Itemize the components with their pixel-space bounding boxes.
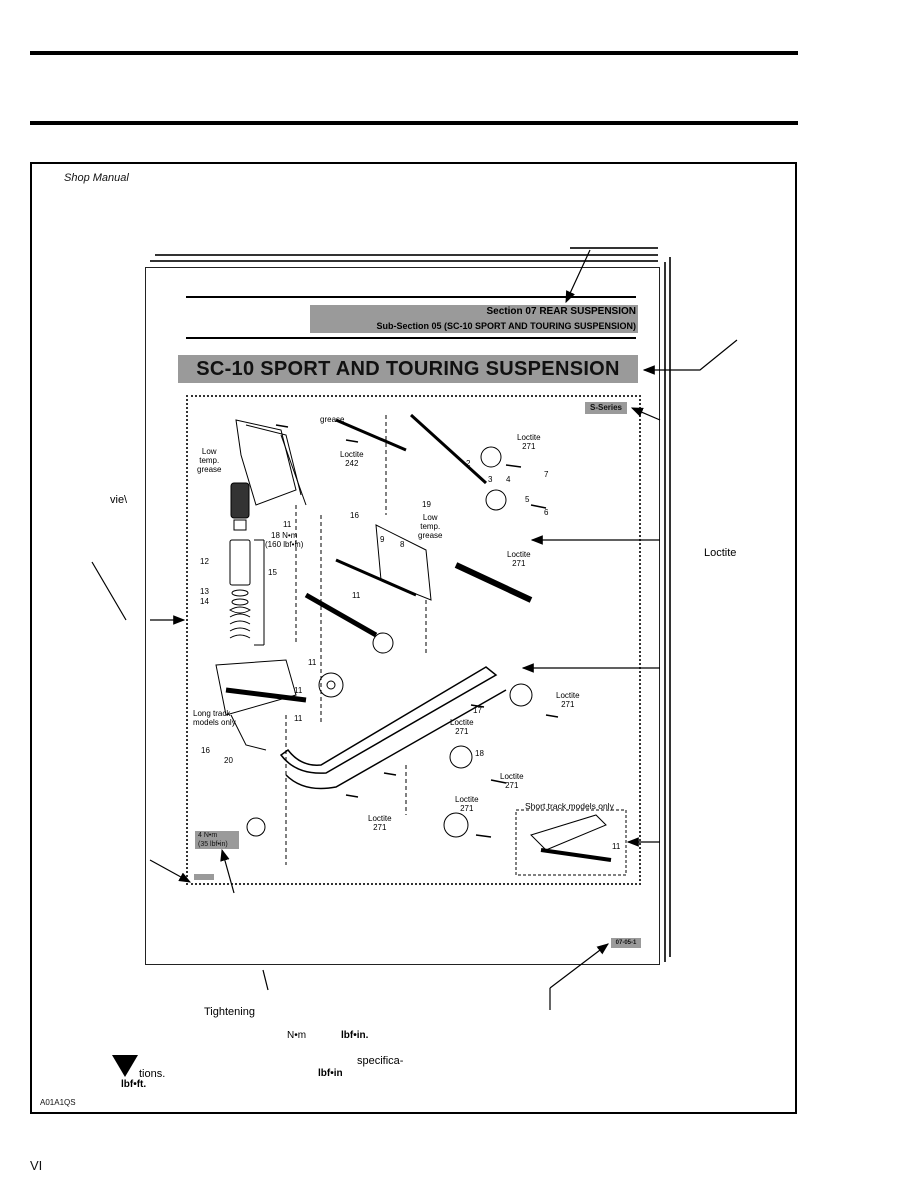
torque-small-tag [194,874,214,880]
inner-bottom-rule [186,337,636,339]
loctite-271-label: Loctite 271 [450,718,474,736]
loctite-callout: Loctite [704,547,737,559]
part-number: 13 [200,587,209,596]
nm-unit: N•m [287,1030,307,1041]
loctite-271-label: Loctite 271 [517,433,541,451]
view-callout: vie\ [110,494,128,506]
upper-arm-bracket [235,419,297,506]
loctite-271-label: Loctite 271 [368,814,392,832]
suspension-illustration [215,413,627,876]
part-number: 11 [283,520,292,529]
part-number: 7 [544,470,549,479]
page-reference: 07-05-1 [611,938,641,948]
page-stack-edge [155,254,658,256]
loctite-271-label: Loctite 271 [556,691,580,709]
part-number: 17 [473,706,482,715]
part-number: 9 [380,535,385,544]
part-number: 11 [308,658,317,667]
page-stack-edge [570,247,658,249]
part-number: 16 [201,746,210,755]
loctite-242-label: Loctite 242 [340,450,364,468]
part-number: 12 [200,557,209,566]
lbfft-unit: lbf•ft. [121,1079,147,1090]
lbfin-unit: lbf•in [318,1068,343,1079]
part-number: 5 [525,495,530,504]
torque-legend: 4 N•m (35 lbf•in) [195,831,239,849]
page-number: VI [30,1158,43,1173]
long-track-label: Long track models only [193,709,236,727]
slide-rail [279,666,498,774]
shock-body [230,482,250,519]
second-rule [30,121,798,125]
tions-text: tions. [139,1068,166,1080]
torque-symbol-icon [112,1055,138,1077]
page-stack-edge [150,260,658,262]
series-tag: S-Series [585,402,627,414]
subsection-line: Sub-Section 05 (SC-10 SPORT AND TOURING … [310,319,638,333]
page-stack-edge [669,257,671,957]
part-number: 8 [400,540,405,549]
torque-legend-lbfin: (35 lbf•in) [198,841,228,848]
low-temp-grease-label: Low temp. grease [197,447,222,474]
part-number: 11 [352,591,361,600]
loctite-271-label: Loctite 271 [455,795,479,813]
part-number: 19 [422,500,431,509]
shock-spring [229,606,251,639]
loctite-271-label: Loctite 271 [500,772,524,790]
part-number: 3 [488,475,493,484]
part-number: 4 [506,475,511,484]
tightening-callout: Tightening [204,1006,255,1018]
inner-top-rule [186,296,636,298]
loctite-271-label: Loctite 271 [507,550,531,568]
page-title: SC-10 SPORT AND TOURING SUSPENSION [178,355,638,383]
low-temp-grease-label: Low temp. grease [418,513,443,540]
part-number: 14 [200,597,209,606]
part-number: 18 [475,749,484,758]
specifica-text: specifica- [357,1055,404,1067]
part-number: 2 [466,459,471,468]
part-number: 6 [544,508,549,517]
section-line: Section 07 REAR SUSPENSION [310,305,638,319]
top-rule [30,51,798,55]
exploded-diagram [186,395,641,885]
grease-label: grease [320,415,345,424]
part-number: 16 [350,511,359,520]
part-number: 11 [294,714,303,723]
part-number: 11 [612,842,621,851]
lbfin-unit: lbf•in. [341,1030,369,1041]
part-number: 15 [268,568,277,577]
page-stack-edge [664,262,666,962]
short-track-label: Short track models only [525,801,614,811]
torque-label: 18 N•m (160 lbf•in) [265,531,304,549]
shock-cylinder [229,539,251,586]
torque-legend-nm: 4 N•m [198,832,218,839]
manual-label: Shop Manual [64,172,129,184]
part-number: 11 [294,686,303,695]
part-number: 20 [224,756,233,765]
figure-code: A01A1QS [40,1098,76,1107]
figure-frame [30,162,797,1114]
